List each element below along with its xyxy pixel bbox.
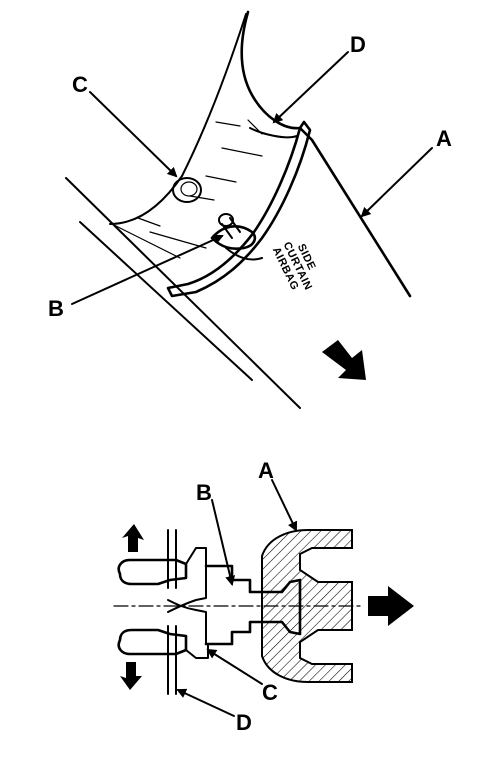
- callout-a-upper: A: [360, 126, 452, 218]
- label-a-upper: A: [436, 126, 452, 151]
- lower-view: B A C D: [113, 458, 414, 735]
- airbag-bracket: [166, 120, 312, 298]
- label-c-lower: C: [262, 680, 278, 705]
- spread-arrow-up-icon: [122, 524, 144, 552]
- pull-direction-arrow-icon: [322, 340, 366, 380]
- pin-clip-section: [167, 564, 302, 646]
- pillar-trim-inner-edge: [249, 127, 298, 139]
- upper-view: SIDE CURTAIN AIRBAG C D A B: [48, 10, 452, 409]
- callout-c-lower: C: [206, 648, 278, 705]
- label-d-lower: D: [236, 710, 252, 735]
- callout-a-lower: A: [258, 458, 298, 532]
- label-b-lower: B: [196, 480, 212, 505]
- label-a-lower: A: [258, 458, 274, 483]
- label-d-upper: D: [350, 32, 366, 57]
- spread-arrow-down-icon: [120, 662, 142, 690]
- pillar-trim-outline: [240, 10, 302, 130]
- label-c-upper: C: [72, 72, 88, 97]
- clip-hole: [172, 177, 202, 203]
- airbag-stamp: SIDE CURTAIN AIRBAG: [270, 240, 318, 292]
- retaining-clip-upper: [117, 547, 207, 586]
- panel-texture: [111, 119, 263, 259]
- clip-housing: [261, 529, 353, 683]
- retaining-clip-lower: [117, 628, 209, 659]
- callout-d-upper: D: [272, 32, 366, 124]
- callout-b-lower: B: [196, 480, 236, 586]
- label-b-upper: B: [48, 296, 64, 321]
- pull-direction-arrow-lower-icon: [368, 586, 414, 626]
- body-panel-line-2: [79, 221, 253, 381]
- trim-back-curve: [109, 13, 247, 225]
- pillar-trim-edge: [298, 126, 412, 298]
- callout-b-upper: B: [48, 234, 224, 321]
- callout-c-upper: C: [72, 72, 178, 178]
- callout-d-lower: D: [176, 688, 252, 735]
